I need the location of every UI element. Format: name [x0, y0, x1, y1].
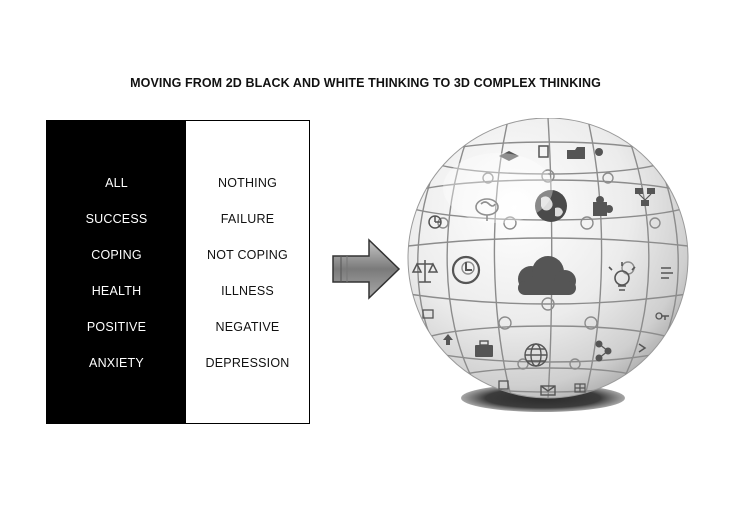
lightbulb-icon [608, 262, 636, 291]
clock-icon [451, 255, 481, 285]
white-item: FAILURE [220, 212, 275, 226]
diagram-title: MOVING FROM 2D BLACK AND WHITE THINKING … [130, 76, 601, 90]
text-lines-icon [661, 267, 673, 279]
two-column-panel: ALL SUCCESS COPING HEALTH POSITIVE ANXIE… [46, 120, 310, 424]
white-column: NOTHING FAILURE NOT COPING ILLNESS NEGAT… [186, 121, 309, 423]
calendar-icon [498, 380, 509, 390]
white-item: ILLNESS [221, 284, 274, 298]
scales-icon [411, 260, 439, 283]
black-column: ALL SUCCESS COPING HEALTH POSITIVE ANXIE… [47, 121, 186, 423]
grid-icon [574, 383, 586, 393]
molecule-icon [595, 340, 612, 362]
puzzle-piece-icon [593, 196, 613, 216]
black-item: COPING [91, 248, 142, 262]
black-item: ANXIETY [89, 356, 144, 370]
target-icon [655, 312, 663, 320]
black-item: HEALTH [91, 284, 142, 298]
world-grid-icon [524, 343, 548, 367]
white-item: NOT COPING [207, 248, 288, 262]
black-item: SUCCESS [85, 212, 148, 226]
document-icon [538, 145, 549, 158]
briefcase-icon [475, 340, 493, 357]
screen-icon [422, 309, 434, 319]
cap-icon [499, 151, 519, 161]
arrow-up-icon [443, 334, 453, 345]
pie-chart-icon [428, 215, 442, 229]
folder-icon [567, 147, 585, 159]
brain-icon [475, 198, 499, 221]
network-icon [635, 188, 655, 206]
cloud-icon [518, 256, 576, 295]
white-item: NEGATIVE [215, 320, 280, 334]
white-item: DEPRESSION [205, 356, 290, 370]
black-item: POSITIVE [86, 320, 147, 334]
chevron-icon [638, 343, 647, 353]
envelope-icon [540, 385, 556, 396]
puzzle-globe-icon [407, 118, 689, 412]
globe-icon [535, 190, 567, 222]
white-item: NOTHING [217, 176, 278, 190]
dot-icon [595, 148, 603, 156]
right-arrow-icon [332, 238, 401, 300]
black-item: ALL [105, 176, 128, 190]
